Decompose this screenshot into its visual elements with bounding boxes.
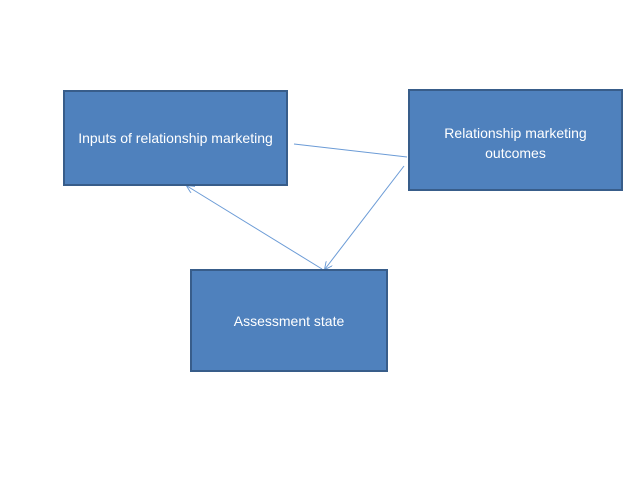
node-relationship-marketing-outcomes: Relationship marketing outcomes [408, 89, 623, 191]
node-label: Assessment state [233, 312, 345, 329]
node-label: Inputs of relationship marketing [78, 130, 273, 146]
arrow-assessment-to-inputs [187, 186, 323, 270]
arrow-outcomes-to-assessment [325, 165, 405, 269]
connector-inputs-outcomes [293, 143, 408, 158]
node-label: Relationship marketing outcomes [444, 125, 587, 161]
node-assessment-state: Assessment state [190, 269, 388, 372]
node-inputs-of-relationship-marketing: Inputs of relationship marketing [63, 90, 288, 186]
